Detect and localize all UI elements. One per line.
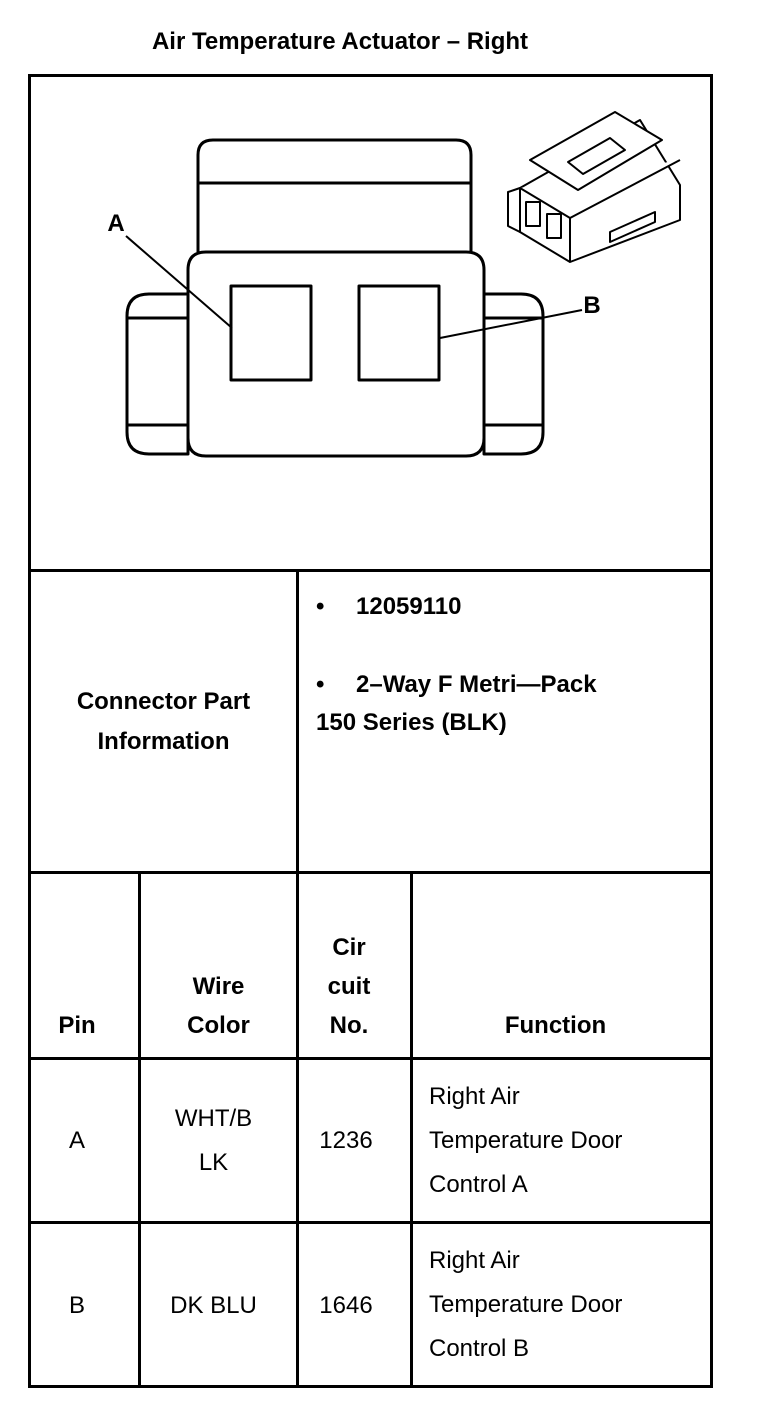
divider-col-wire (296, 871, 299, 1388)
connector-diagram (125, 111, 681, 458)
divider-row-a-bottom (28, 1221, 713, 1224)
connector-latch (196, 138, 473, 252)
row-b-function-line2: Temperature Door (429, 1291, 623, 1318)
header-wire-color-line1: Wire (192, 973, 245, 1000)
row-a-function-line1: Right Air (429, 1083, 520, 1110)
description-line2: 150 Series (BLK) (316, 709, 507, 736)
row-b-function-line3: Control B (429, 1335, 530, 1362)
row-a-function: Right Air Temperature Door Control A (429, 1075, 709, 1207)
header-wire-color: Wire Color (141, 967, 296, 1045)
connector-info-label-line2: Information (97, 727, 230, 755)
row-b-function: Right Air Temperature Door Control B (429, 1239, 709, 1371)
connector-info-values: • 12059110 • 2–Way F Metri—Pack 150 Series… (316, 588, 696, 742)
row-a-function-line2: Temperature Door (429, 1127, 623, 1154)
divider-diagram-bottom (28, 569, 713, 572)
header-circuit-line2: cuit (327, 973, 371, 1000)
description-line1: 2–Way F Metri—Pack (356, 671, 597, 698)
divider-header-bottom (28, 1057, 713, 1060)
row-b-function-line1: Right Air (429, 1247, 520, 1274)
row-b-pin: B (68, 1292, 85, 1319)
leader-line-a (125, 235, 233, 329)
description-item: • 2–Way F Metri—Pack (316, 666, 696, 704)
bullet-icon: • (316, 671, 325, 698)
cavity-b (357, 284, 441, 382)
bullet-icon: • (316, 593, 325, 620)
page-title: Air Temperature Actuator – Right (151, 28, 529, 55)
label-b: B (583, 292, 601, 319)
cavity-a (229, 284, 313, 382)
row-a-circuit: 1236 (319, 1126, 373, 1154)
divider-col-circuit (410, 871, 413, 1388)
divider-info-bottom (28, 871, 713, 874)
leader-line-b (439, 309, 583, 339)
row-a-wire-color: WHT/B LK (141, 1060, 286, 1221)
row-a-wire-line1: WHT/B (174, 1104, 253, 1132)
header-wire-color-line2: Color (187, 1012, 250, 1039)
header-function: Function (504, 1012, 607, 1039)
divider-col-pin (138, 871, 141, 1388)
row-b-circuit: 1646 (319, 1292, 373, 1319)
connector-table-frame (28, 74, 713, 1388)
divider-info-column (296, 569, 299, 873)
row-b-wire-color: DK BLU (170, 1292, 257, 1319)
part-number: 12059110 (356, 593, 462, 620)
row-a-wire-line2: LK (198, 1148, 229, 1176)
header-pin: Pin (58, 1012, 96, 1039)
label-a: A (107, 210, 125, 237)
header-circuit-line3: No. (329, 1012, 369, 1039)
connector-info-label-line1: Connector Part (76, 687, 251, 715)
header-circuit-line1: Cir (332, 934, 366, 961)
connector-info-label: Connector Part Information (31, 572, 296, 871)
row-a-pin: A (68, 1126, 85, 1154)
header-circuit: Cir cuit No. (299, 928, 399, 1045)
row-a-function-line3: Control A (429, 1171, 528, 1198)
connector-iso-icon (507, 111, 681, 263)
connector-body (125, 250, 545, 458)
part-number-item: • 12059110 (316, 588, 696, 626)
